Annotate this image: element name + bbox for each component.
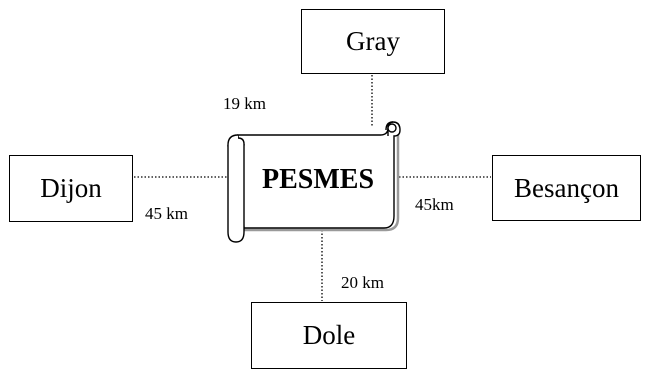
city-box-besancon: Besançon — [492, 155, 641, 221]
scroll-banner — [227, 121, 401, 243]
distance-label-besancon: 45km — [415, 195, 454, 214]
city-box-dole: Dole — [251, 302, 407, 369]
scroll-right-knob — [387, 123, 397, 133]
city-name-dole: Dole — [302, 320, 356, 350]
city-box-gray: Gray — [301, 9, 445, 74]
scroll-shadow — [242, 132, 400, 232]
city-name-dijon: Dijon — [40, 173, 102, 203]
city-name-besancon: Besançon — [514, 172, 619, 203]
distance-label-dijon: 45 km — [145, 204, 188, 223]
city-name-gray: Gray — [346, 26, 400, 56]
distance-label-gray: 19 km — [223, 94, 266, 113]
center-town-label: PESMES — [261, 164, 375, 195]
scroll-left-roll — [227, 144, 245, 243]
city-box-dijon: Dijon — [9, 155, 133, 222]
distance-label-dole: 20 km — [341, 273, 384, 292]
